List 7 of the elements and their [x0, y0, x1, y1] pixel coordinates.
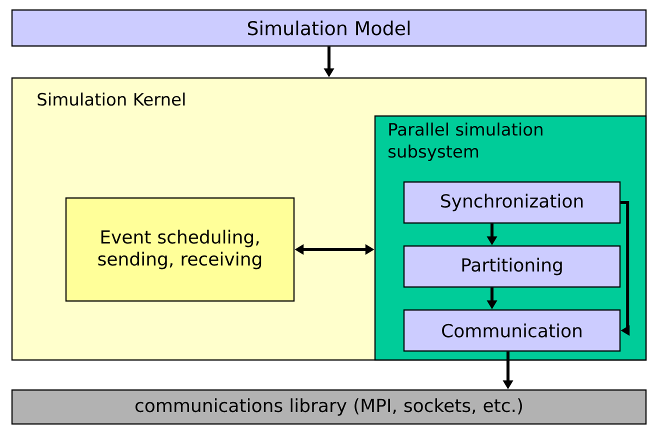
title-bar: Simulation Model: [11, 9, 647, 47]
process-box: Event scheduling, sending, receiving: [65, 197, 295, 302]
library-bar: communications library (MPI, sockets, etc.): [11, 389, 647, 425]
process-box: Synchronization: [403, 181, 621, 224]
process-box: Communication: [403, 309, 621, 352]
arrow: [620, 201, 630, 336]
process-box: Partitioning: [403, 245, 621, 288]
